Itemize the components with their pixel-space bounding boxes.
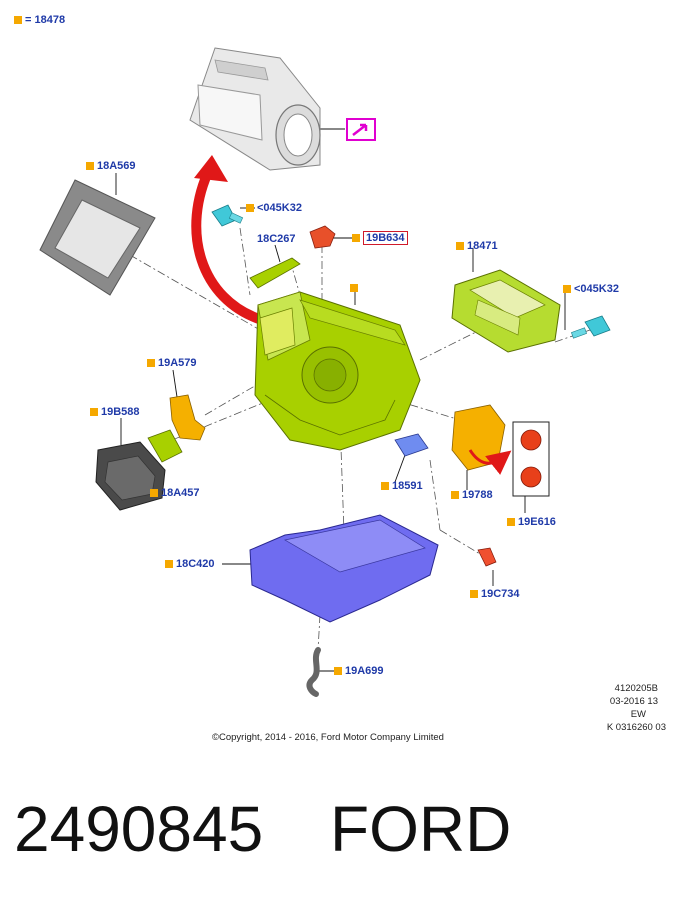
marker-icon [381,482,389,490]
resistor-part-18a457 [147,429,183,463]
legend-marker-icon [14,16,22,24]
label-045k32-right: <045K32 [563,283,619,296]
sensor-part-18591 [394,433,429,457]
actuator-part-19b634 [309,225,336,249]
lower-tray-part [249,514,439,623]
hvac-housing-part [254,291,421,451]
marker-icon [147,359,155,367]
label-19a579: 19A579 [147,357,197,370]
label-18c267: 18C267 [257,233,296,245]
label-19788: 19788 [451,489,493,502]
brand-name: FORD [330,793,512,865]
control-module-part [95,441,166,511]
marker-icon [90,408,98,416]
marker-icon [451,491,459,499]
heater-core-part [451,269,561,353]
marker-icon [507,518,515,526]
direction-arrow-icon [191,163,267,325]
screw-part-left [211,204,244,227]
ref-line-4: K 0316260 03 [606,722,666,733]
screw-part-right [571,315,611,339]
label-19b588: 19B588 [90,406,140,419]
label-18a457: 18A457 [150,487,200,500]
label-18591: 18591 [381,480,423,493]
part-number: 2490845 [14,793,264,865]
ref-line-2: 03-2016 13 [609,696,658,707]
label-19a699: 19A699 [334,665,384,678]
marker-icon [563,285,571,293]
sensor-part-19c734 [477,547,497,567]
legend-entry: = 18478 [14,14,65,27]
marker-icon [86,162,94,170]
label-19b634: 19B634 [352,231,408,245]
view-marker-icon [346,118,376,141]
drain-tube-part [306,647,321,697]
marker-icon [246,204,254,212]
marker-icon [456,242,464,250]
filter-frame-part [39,179,156,296]
marker-icon [350,284,358,292]
marker-icon [165,560,173,568]
housing-marker [350,282,361,295]
ref-line-3: EW [630,709,646,720]
gear-set-part [512,421,550,497]
bracket-part-19a579 [169,394,206,441]
label-18471: 18471 [456,240,498,253]
marker-icon [334,667,342,675]
reference-block: 4120205B 03-2016 13 EW K 0316260 03 [607,682,666,734]
arrow-head-icon [194,155,228,182]
marker-icon [150,489,158,497]
ref-line-1: 4120205B [614,683,658,694]
rotation-arrow-icon [468,449,512,475]
marker-icon [352,234,360,242]
marker-icon [470,590,478,598]
copyright-text: ©Copyright, 2014 - 2016, Ford Motor Comp… [212,732,444,743]
label-18a569: 18A569 [86,160,136,173]
label-19c734: 19C734 [470,588,520,601]
legend-text: = 18478 [25,14,66,26]
blower-housing-part [189,47,321,171]
label-18c420: 18C420 [165,558,215,571]
label-19e616: 19E616 [507,516,556,529]
seal-strip-part [249,257,301,289]
label-045k32-left: <045K32 [246,202,302,215]
